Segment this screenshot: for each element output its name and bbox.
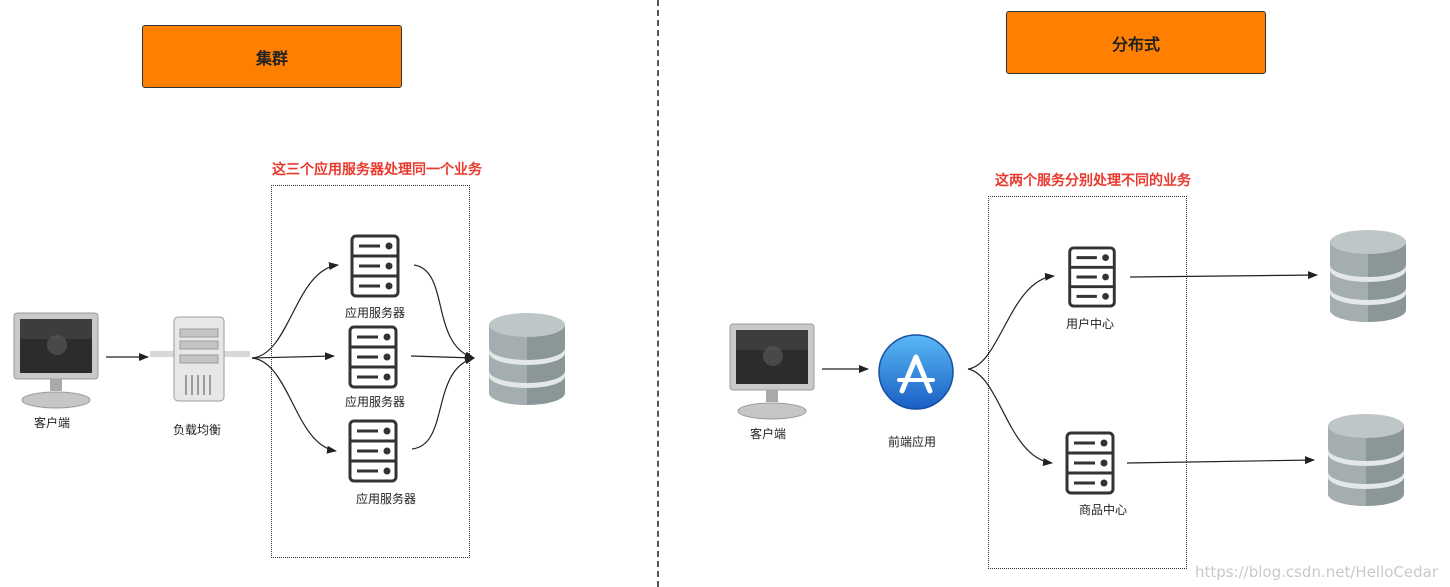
product-center-label: 商品中心 [1078,503,1127,517]
distributed-service-group [988,196,1187,569]
server2-to-db-arrow [410,353,475,362]
product-center-database-icon [1326,412,1406,508]
distributed-client-monitor-icon [729,323,815,423]
user-center-server-icon [1067,246,1117,308]
lb-to-server2-arrow [251,352,335,361]
app-server-1-label: 应用服务器 [344,306,405,320]
user-center-database-icon [1328,228,1408,324]
server1-to-db-arrow [413,264,475,360]
app-server-2-label: 应用服务器 [344,395,405,409]
distributed-title: 分布式 [1111,34,1160,54]
user-center-to-db-arrow [1129,271,1318,280]
frontend-to-user-center-arrow [967,272,1055,370]
distributed-title-box: 分布式 [1006,11,1266,74]
section-divider [657,0,659,587]
cluster-note: 这三个应用服务器处理同一个业务 [272,162,482,178]
distributed-client-label: 客户端 [749,427,786,441]
frontend-to-product-center-arrow [967,368,1053,466]
product-center-server-icon [1065,431,1115,495]
server3-to-db-arrow [411,356,475,450]
distributed-note: 这两个服务分别处理不同的业务 [995,173,1191,189]
product-center-to-db-arrow [1126,456,1315,465]
lb-to-server3-arrow [251,357,337,454]
frontend-app-label: 前端应用 [887,435,936,449]
lb-to-server1-arrow [251,262,339,359]
cluster-title: 集群 [255,48,288,68]
load-balancer-label: 负载均衡 [172,423,221,437]
user-center-label: 用户中心 [1065,317,1114,331]
frontend-app-store-icon [878,334,954,410]
cluster-title-box: 集群 [142,25,402,88]
cluster-server-group [271,185,470,558]
watermark: https://blog.csdn.net/HelloCedar [1194,563,1438,581]
app-server-3-label: 应用服务器 [355,492,416,506]
cluster-client-label: 客户端 [33,416,70,430]
